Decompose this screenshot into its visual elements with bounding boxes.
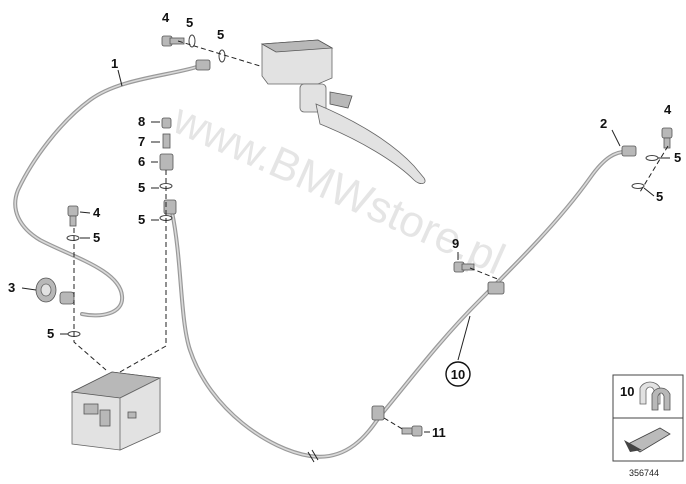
- washer-right-a: [645, 155, 659, 161]
- label-part-4-right: 4: [664, 102, 672, 117]
- label-part-8: 8: [138, 114, 145, 129]
- assembly-lines: [73, 40, 669, 431]
- label-part-5-stack-b: 5: [138, 212, 145, 227]
- arrow-icon: [624, 427, 671, 453]
- bolt-left: [67, 205, 79, 227]
- label-part-7: 7: [138, 134, 145, 149]
- label-part-5-top-b: 5: [217, 27, 224, 42]
- label-part-9: 9: [452, 236, 459, 251]
- washer-right-b: [631, 183, 645, 189]
- bolt-right: [661, 127, 673, 149]
- label-part-2: 2: [600, 116, 607, 131]
- label-part-5-right-b: 5: [656, 189, 663, 204]
- brake-master-cylinder: [260, 39, 426, 184]
- label-part-5-top-a: 5: [186, 15, 193, 30]
- diagram-number: 356744: [629, 468, 659, 478]
- label-part-11: 11: [432, 425, 446, 440]
- abs-unit: [70, 371, 162, 451]
- bolt-11: [401, 425, 423, 437]
- grommet: [35, 277, 75, 305]
- label-part-4-top: 4: [162, 10, 170, 25]
- label-part-10-circled: 10: [445, 361, 471, 387]
- bolt-9: [453, 261, 475, 273]
- washer-left: [66, 235, 80, 241]
- brake-line-1: [13, 59, 211, 318]
- label-part-1: 1: [111, 56, 118, 71]
- label-part-10: 10: [451, 367, 465, 382]
- legend-ref-number: 10: [620, 384, 634, 399]
- label-part-5-right-a: 5: [674, 150, 681, 165]
- clip-icon: [639, 381, 671, 411]
- washer-top-b: [218, 49, 226, 63]
- leader-lines: [21, 69, 670, 433]
- legend-box: 10: [612, 374, 684, 462]
- label-part-5-left: 5: [93, 230, 100, 245]
- label-part-5-stack-a: 5: [138, 180, 145, 195]
- brake-line-front: [163, 145, 637, 463]
- label-part-3: 3: [8, 280, 15, 295]
- label-part-5-lower-left: 5: [47, 326, 54, 341]
- washer-top-a: [188, 34, 196, 48]
- label-part-4-left: 4: [93, 205, 101, 220]
- banjo-bolt-top: [161, 35, 185, 47]
- bleeder-stack: [159, 117, 174, 221]
- label-part-6: 6: [138, 154, 145, 169]
